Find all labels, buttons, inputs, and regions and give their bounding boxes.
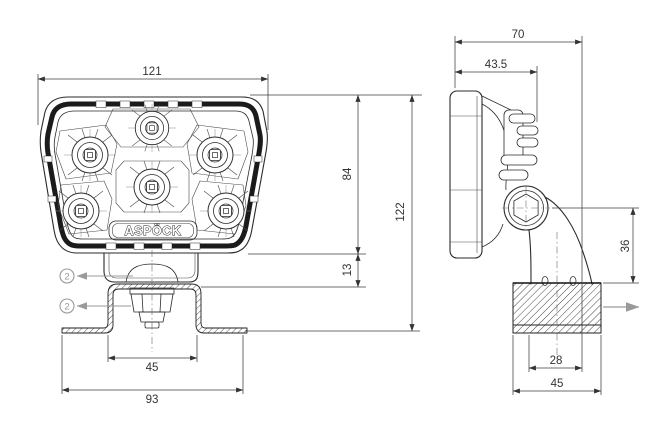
dimension-width-121: 121: [37, 66, 269, 130]
dim-side-front-depth: 43.5: [485, 59, 507, 71]
brand-logo: ASPÖCK: [108, 220, 198, 241]
front-dimensions: 121 84 13 122 45 93: [37, 66, 422, 406]
dimension-base-width-45: 45: [512, 335, 602, 395]
balloon-2-label: 2: [64, 301, 69, 312]
dimension-base-inner-28: 28: [528, 335, 583, 372]
dimension-depth-70: 70: [454, 29, 583, 45]
dim-front-width: 121: [142, 66, 161, 78]
pivot-arm: [528, 196, 593, 285]
pivot-bolt: [502, 185, 550, 231]
side-view: [449, 90, 640, 362]
dim-front-total-height: 122: [395, 202, 407, 221]
front-view: ASPÖCK 2 2: [39, 96, 268, 352]
dim-side-base-width: 45: [551, 378, 564, 390]
heatsink-fins: [481, 95, 539, 248]
dim-bracket-outer: 93: [146, 394, 159, 406]
reflector-face-outline: [53, 110, 254, 240]
dimension-front-depth-43-5: 43.5: [454, 59, 538, 75]
balloon-callout-1: 2: [59, 268, 133, 284]
lamp-seal-ring: [44, 101, 263, 249]
dimension-total-height-122: 122: [395, 94, 415, 332]
dimension-bracket-inner-45: 45: [107, 335, 198, 374]
dim-side-pivot-height: 36: [620, 240, 632, 253]
dim-bracket-inner: 45: [146, 362, 159, 374]
balloon-callout-2: 2: [59, 298, 131, 314]
dimension-stem-13: 13: [342, 253, 361, 288]
balloon-1-label: 2: [64, 271, 69, 282]
mounting-bracket-section: [61, 283, 248, 334]
side-dimensions: 70 43.5 36 28 45: [454, 29, 639, 395]
brand-text: ASPÖCK: [124, 223, 181, 238]
mounting-stem: [103, 252, 199, 283]
dim-side-depth: 70: [512, 29, 525, 41]
dimension-body-height-84: 84: [342, 94, 361, 255]
dim-front-body-height: 84: [342, 167, 354, 180]
lamp-side-profile: [449, 90, 483, 259]
dimension-bracket-outer-93: 93: [61, 335, 244, 406]
dimension-pivot-36: 36: [552, 207, 639, 284]
bezel-clips: [43, 100, 263, 250]
dim-side-base-inner: 28: [550, 355, 563, 367]
reflector-cells: [55, 108, 249, 235]
dim-front-stem-offset: 13: [342, 264, 354, 277]
